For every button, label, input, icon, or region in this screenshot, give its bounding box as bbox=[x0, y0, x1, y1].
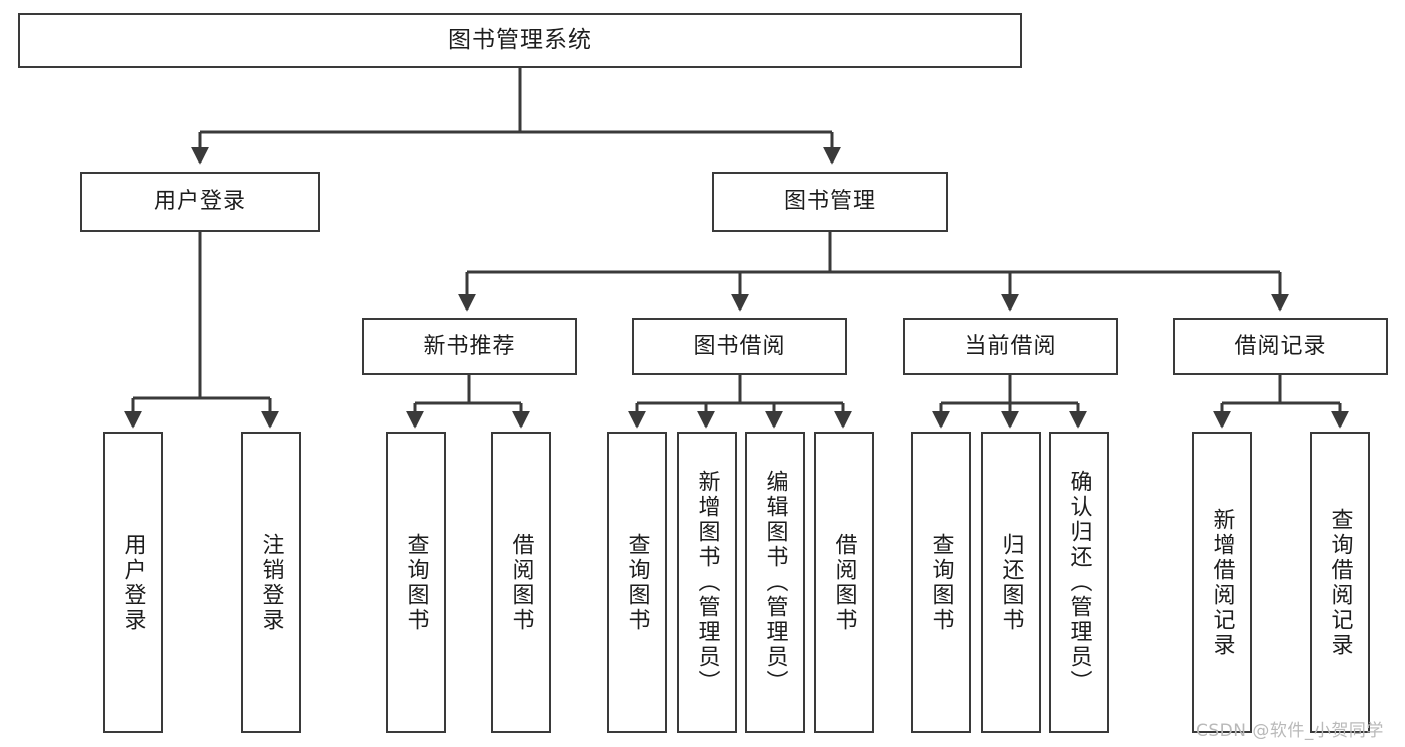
leaf-current-confirm-return-admin[interactable]: 确认归还（管理员） bbox=[1049, 432, 1109, 733]
leaf-borrow-query-book[interactable]: 查询图书 bbox=[607, 432, 667, 733]
node-book-borrow[interactable]: 图书借阅 bbox=[632, 318, 847, 375]
node-label: 图书管理系统 bbox=[448, 27, 592, 54]
node-label: 确认归还（管理员） bbox=[1066, 470, 1092, 695]
node-label: 图书借阅 bbox=[693, 333, 786, 359]
leaf-record-add-borrow-record[interactable]: 新增借阅记录 bbox=[1192, 432, 1252, 733]
leaf-borrow-add-book-admin[interactable]: 新增图书（管理员） bbox=[677, 432, 737, 733]
node-label: 图书管理 bbox=[783, 189, 876, 215]
leaf-user-login[interactable]: 用户登录 bbox=[103, 432, 163, 733]
leaf-logout-login[interactable]: 注销登录 bbox=[241, 432, 301, 733]
node-label: 编辑图书（管理员） bbox=[762, 470, 788, 695]
node-book-management[interactable]: 图书管理 bbox=[712, 172, 948, 232]
node-label: 注销登录 bbox=[258, 532, 284, 633]
node-label: 借阅图书 bbox=[831, 532, 857, 633]
node-label: 新书推荐 bbox=[423, 333, 516, 359]
node-current-borrow[interactable]: 当前借阅 bbox=[903, 318, 1118, 375]
node-user-login[interactable]: 用户登录 bbox=[80, 172, 320, 232]
node-label: 新增图书（管理员） bbox=[694, 470, 720, 695]
node-new-book-recommend[interactable]: 新书推荐 bbox=[362, 318, 577, 375]
node-label: 查询图书 bbox=[928, 532, 954, 633]
leaf-current-query-book[interactable]: 查询图书 bbox=[911, 432, 971, 733]
node-label: 查询借阅记录 bbox=[1327, 507, 1353, 658]
node-label: 查询图书 bbox=[624, 532, 650, 633]
leaf-borrow-borrow-book[interactable]: 借阅图书 bbox=[814, 432, 874, 733]
node-label: 借阅记录 bbox=[1234, 333, 1327, 359]
watermark-text: CSDN @软件_小贺同学 bbox=[1196, 721, 1384, 741]
leaf-current-return-book[interactable]: 归还图书 bbox=[981, 432, 1041, 733]
leaf-recommend-query-book[interactable]: 查询图书 bbox=[386, 432, 446, 733]
node-label: 用户登录 bbox=[153, 189, 246, 215]
node-label: 当前借阅 bbox=[964, 333, 1057, 359]
leaf-recommend-borrow-book[interactable]: 借阅图书 bbox=[491, 432, 551, 733]
node-borrow-record[interactable]: 借阅记录 bbox=[1173, 318, 1388, 375]
leaf-record-query-borrow-record[interactable]: 查询借阅记录 bbox=[1310, 432, 1370, 733]
node-label: 查询图书 bbox=[403, 532, 429, 633]
leaf-borrow-edit-book-admin[interactable]: 编辑图书（管理员） bbox=[745, 432, 805, 733]
node-label: 归还图书 bbox=[998, 532, 1024, 633]
node-label: 新增借阅记录 bbox=[1209, 507, 1235, 658]
node-label: 用户登录 bbox=[120, 532, 146, 633]
node-root-system[interactable]: 图书管理系统 bbox=[18, 13, 1022, 68]
node-label: 借阅图书 bbox=[508, 532, 534, 633]
